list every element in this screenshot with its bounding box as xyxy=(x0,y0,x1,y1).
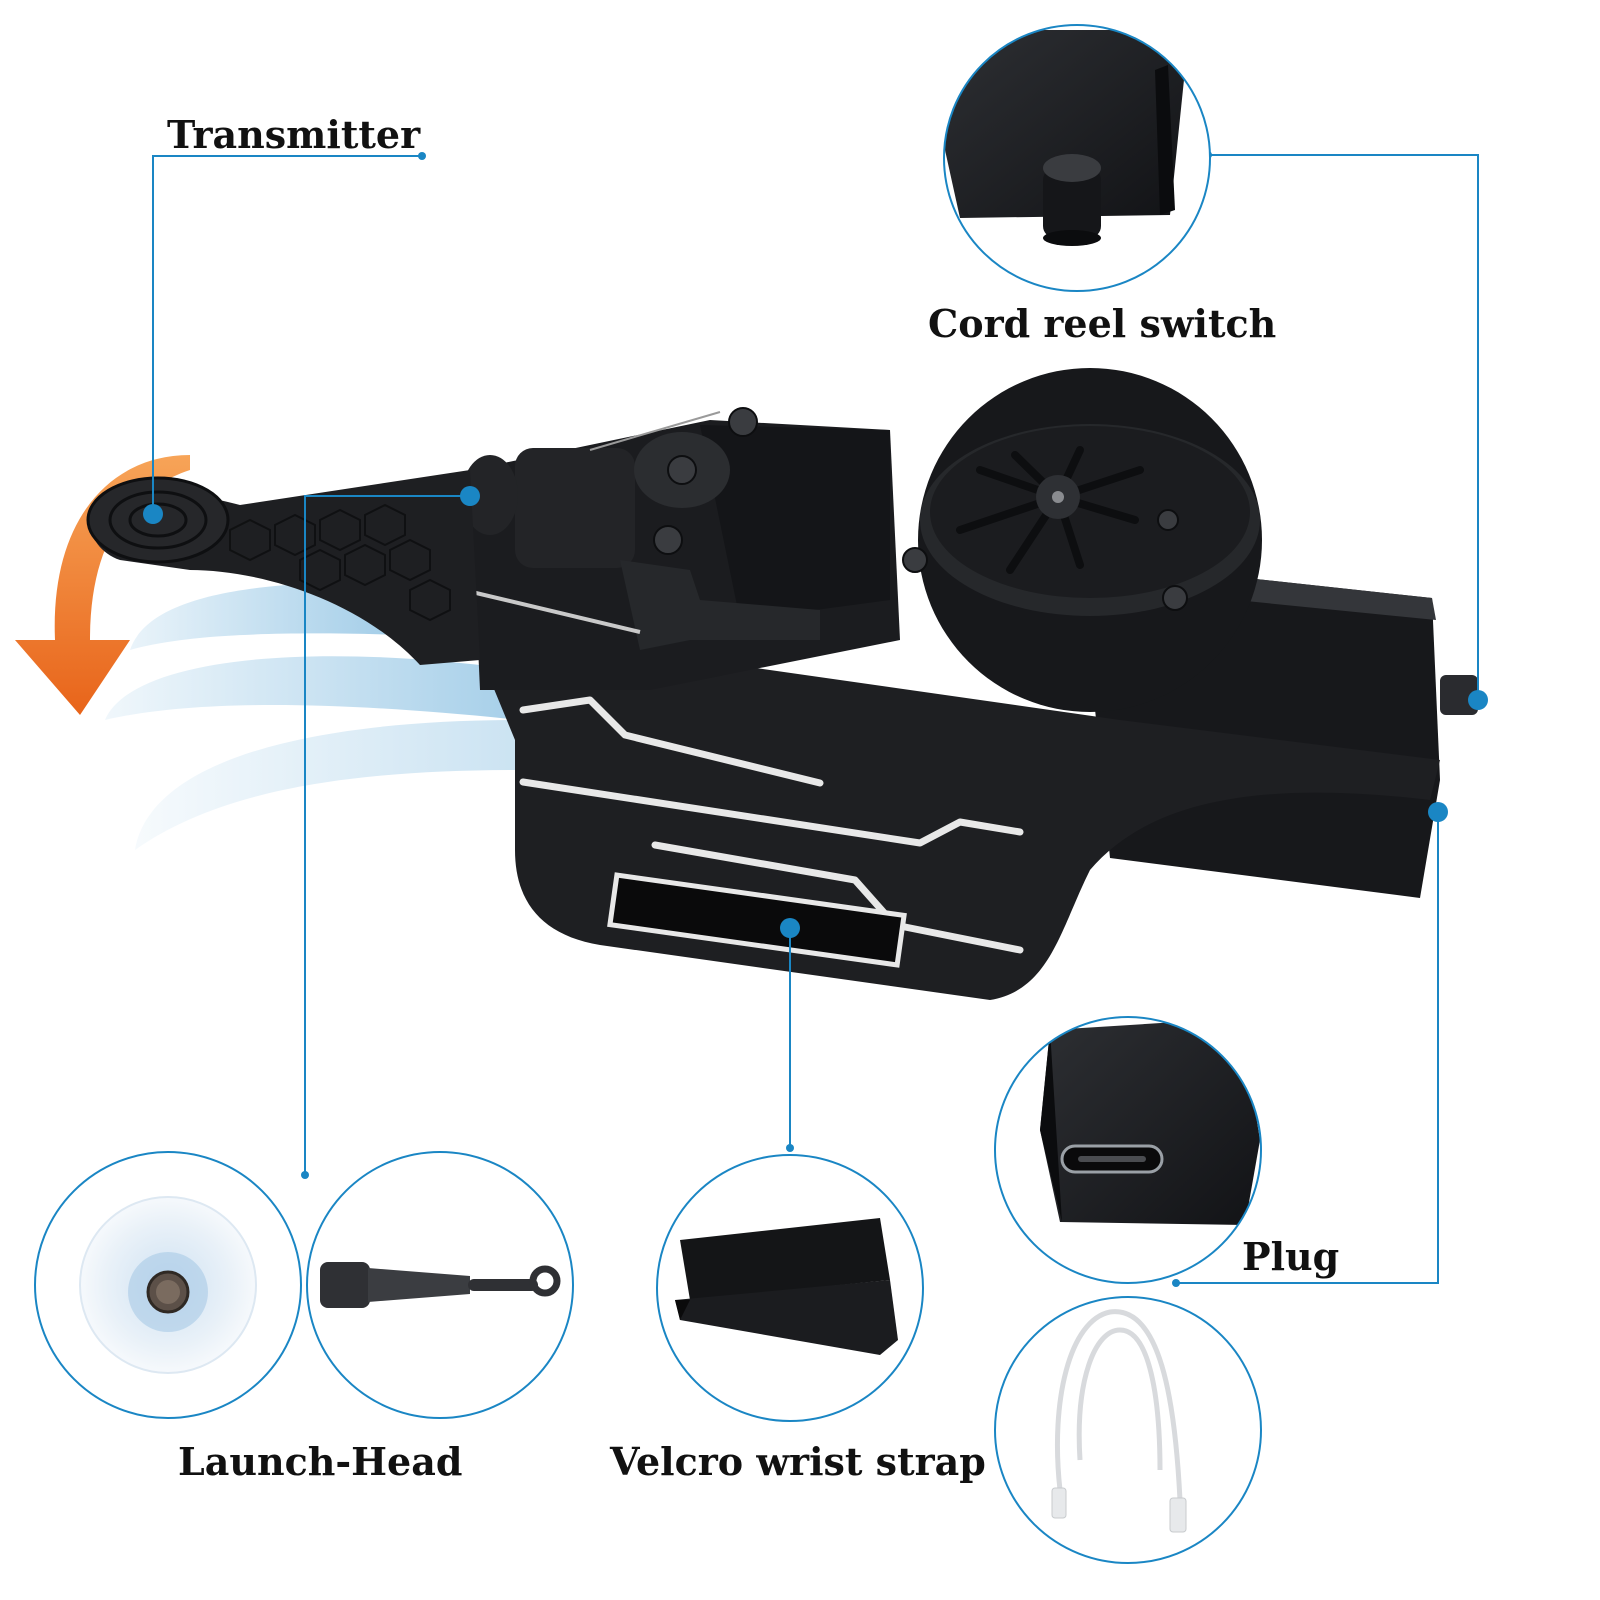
usb-cable-icon xyxy=(1055,1309,1183,1501)
suction-cup-icon xyxy=(79,1196,257,1374)
label-cord-reel-switch: Cord reel switch xyxy=(928,301,1277,346)
curved-swing-arrow-icon xyxy=(15,455,190,715)
switch-knob-icon xyxy=(1043,154,1101,246)
launch-pin-icon xyxy=(320,1262,561,1308)
label-transmitter: Transmitter xyxy=(167,112,421,157)
inset-cord-reel-switch xyxy=(943,24,1211,292)
label-launch-head: Launch-Head xyxy=(178,1439,463,1484)
inset-velcro-strap xyxy=(656,1154,924,1422)
accent-stripes xyxy=(519,696,1024,954)
inset-plug xyxy=(994,1016,1262,1284)
callout-lines xyxy=(152,154,1479,1284)
label-velcro-wrist-strap: Velcro wrist strap xyxy=(610,1439,986,1484)
inset-launch-pin xyxy=(306,1151,574,1419)
cord-reel-switch-knob xyxy=(1440,675,1478,715)
screw-icons xyxy=(653,407,1188,611)
velcro-strap-icon xyxy=(675,1218,898,1355)
callout-dots xyxy=(143,151,1488,1287)
inset-cable xyxy=(994,1296,1262,1564)
inset-suction-cup xyxy=(34,1151,302,1419)
web-shooter-device-illustration xyxy=(86,368,1478,1000)
label-plug: Plug xyxy=(1242,1234,1340,1279)
